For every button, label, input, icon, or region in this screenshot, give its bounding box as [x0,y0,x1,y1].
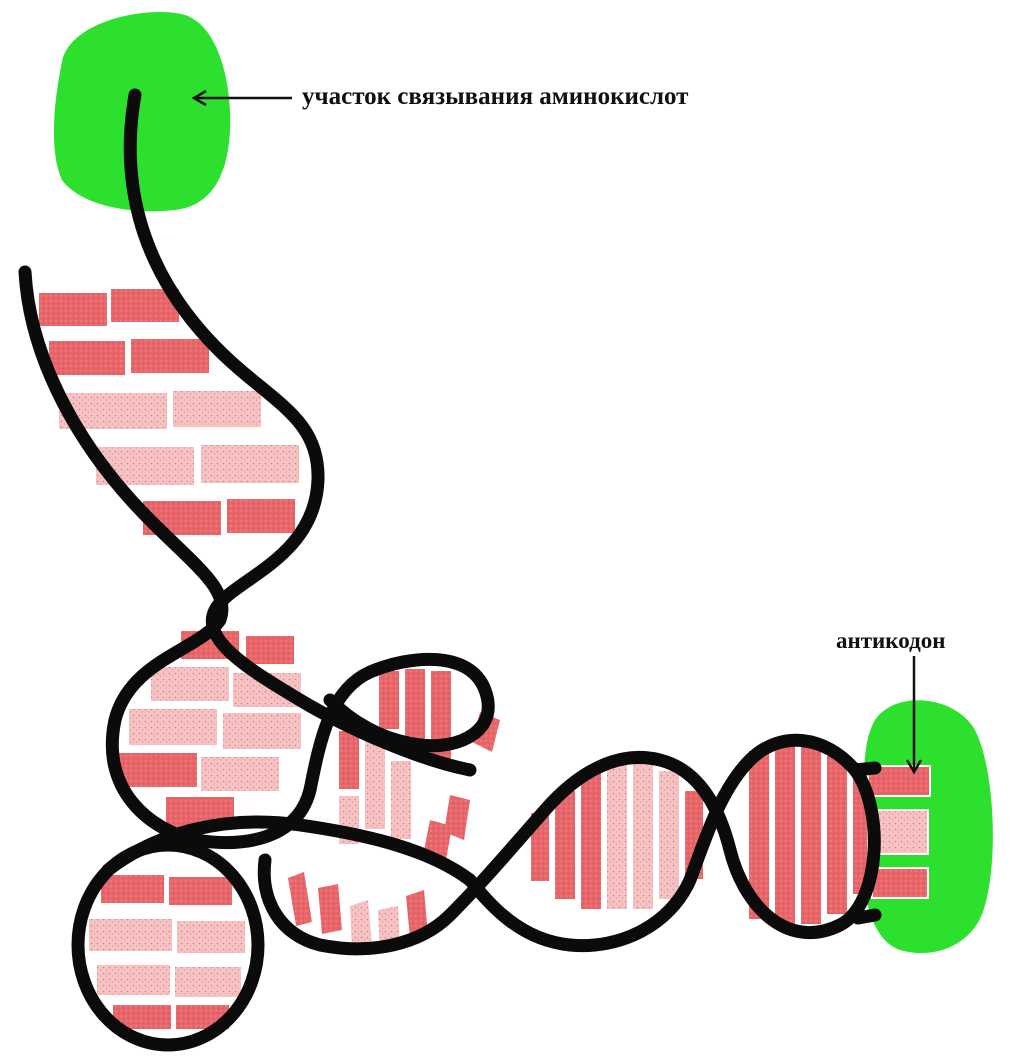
loop-base-pairs [88,874,246,1030]
acceptor-stem-base-pairs [38,288,300,536]
amino-acid-site-label: участок связывания аминокислот [302,83,688,110]
amino-acid-site-blob [54,12,230,211]
anticodon-label: антикодон [836,628,945,653]
d-arm-base-pairs [118,630,302,828]
